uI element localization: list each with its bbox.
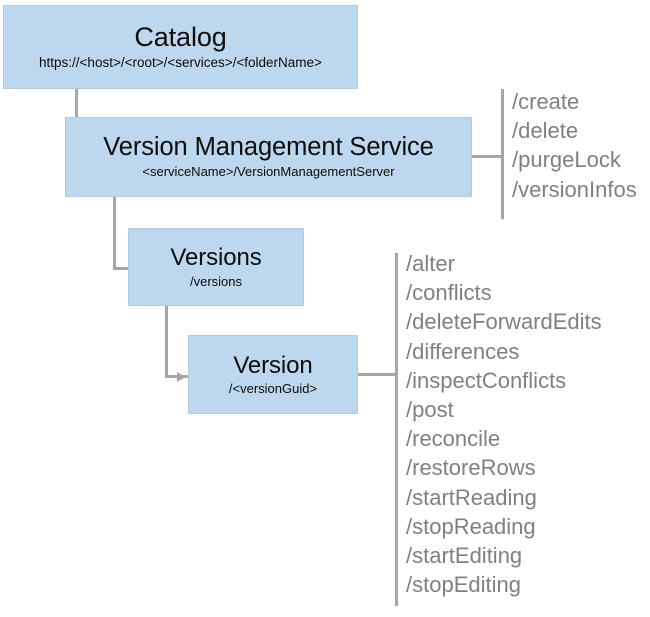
version-operation-item[interactable]: /stopReading [406, 513, 536, 539]
version-operation-item[interactable]: /stopEditing [406, 572, 521, 598]
vms-operation-item[interactable]: /versionInfos [512, 176, 637, 202]
node-version-subtitle: /<versionGuid> [228, 381, 318, 397]
node-version-management-service[interactable]: Version Management Service <serviceName>… [65, 117, 472, 197]
version-operation-item[interactable]: /startReading [406, 484, 537, 510]
version-operation-item[interactable]: /deleteForwardEdits [406, 309, 602, 335]
version-operation-item[interactable]: /differences [406, 338, 520, 364]
version-operation-item[interactable]: /restoreRows [406, 455, 536, 481]
node-versions[interactable]: Versions /versions [128, 228, 304, 306]
version-operation-item[interactable]: /inspectConflicts [406, 367, 567, 393]
node-version-management-service-title: Version Management Service [103, 133, 434, 162]
operations-list-version: /alter/conflicts/deleteForwardEdits/diff… [406, 249, 602, 599]
version-operation-item[interactable]: /post [406, 397, 454, 423]
node-catalog-subtitle: https://<host>/<root>/<services>/<folder… [39, 55, 322, 71]
version-operation-item[interactable]: /startEditing [406, 543, 523, 569]
node-catalog-title: Catalog [134, 21, 227, 52]
node-versions-subtitle: /versions [189, 273, 243, 289]
version-operation-item[interactable]: /alter [406, 251, 455, 276]
node-version-title: Version [233, 351, 313, 379]
version-operation-item[interactable]: /reconcile [406, 426, 501, 452]
node-versions-title: Versions [170, 244, 262, 272]
node-version[interactable]: Version /<versionGuid> [188, 335, 358, 414]
operations-stub-version [358, 373, 397, 376]
operations-list-version-management-service: /create/delete/purgeLock/versionInfos [512, 87, 637, 204]
vms-operation-item[interactable]: /purgeLock [512, 147, 621, 173]
arrow-head-icon [177, 371, 186, 382]
connector-segment-vertical [165, 305, 168, 378]
node-catalog[interactable]: Catalog https://<host>/<root>/<services>… [3, 5, 358, 89]
operations-bracket-version [395, 253, 398, 606]
vms-operation-item[interactable]: /create [512, 89, 580, 114]
vms-operation-item[interactable]: /delete [512, 118, 579, 144]
connector-segment-vertical [113, 196, 116, 270]
operations-bracket-vms [501, 89, 504, 219]
version-operation-item[interactable]: /conflicts [406, 280, 492, 306]
operations-stub-vms [472, 155, 503, 158]
node-version-management-service-subtitle: <serviceName>/VersionManagementServer [142, 164, 395, 180]
